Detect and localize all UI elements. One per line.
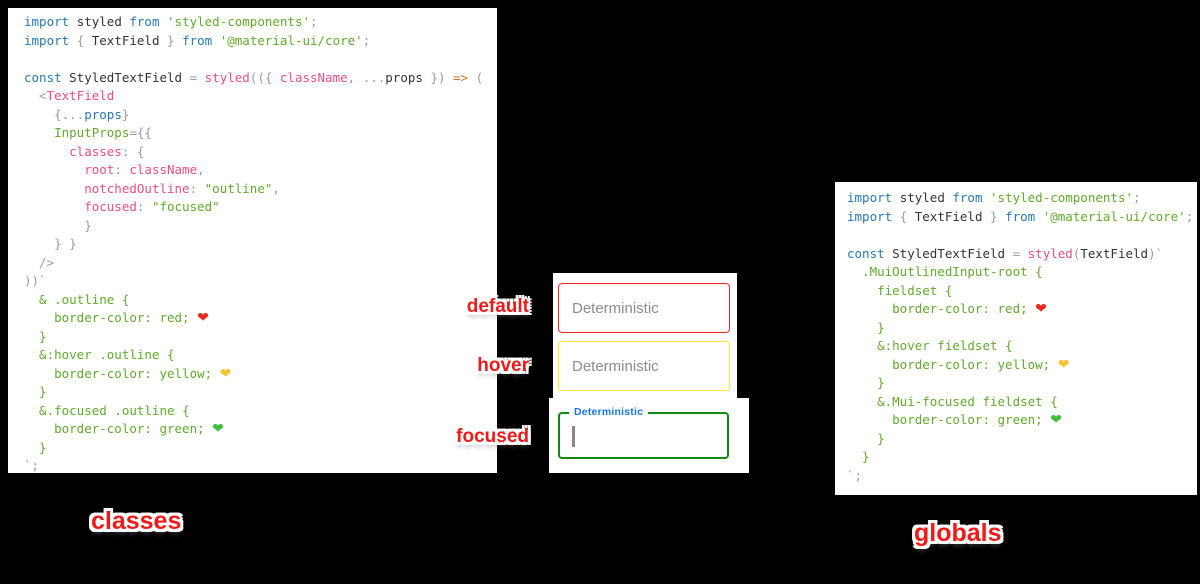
code-line: } xyxy=(847,375,885,390)
textfield-hover-placeholder: Deterministic xyxy=(572,357,659,375)
code-line: } xyxy=(24,439,47,455)
heart-icon: ❤ xyxy=(212,421,224,437)
code-line: border-color: yellow; ❤ xyxy=(24,365,232,382)
code-line: /> xyxy=(24,254,55,270)
code-line: ))` xyxy=(24,273,47,288)
globals-code-block: import styled from 'styled-components'; i… xyxy=(835,182,1197,495)
code-line: InputProps={{ xyxy=(24,125,152,140)
code-line: border-color: yellow; ❤ xyxy=(847,356,1070,373)
code-line: &.focused .outline { xyxy=(24,402,190,418)
code-line: } xyxy=(847,319,885,335)
code-line: border-color: red; ❤ xyxy=(24,310,209,326)
textfield-default[interactable]: Deterministic xyxy=(558,283,730,333)
code-line: .MuiOutlinedInput-root { xyxy=(847,264,1043,279)
code-line: } xyxy=(847,449,870,464)
heart-icon: ❤ xyxy=(219,365,232,382)
code-line: focused: "focused" xyxy=(24,199,220,214)
code-line: root: className, xyxy=(24,162,205,177)
textfield-default-placeholder: Deterministic xyxy=(572,299,659,317)
code-line: &:hover .outline { xyxy=(24,347,175,362)
code-line xyxy=(847,226,1197,245)
default-state-label: default xyxy=(466,296,529,317)
code-line: <TextField xyxy=(24,88,115,103)
textfield-focused[interactable]: Deterministic xyxy=(558,406,729,459)
classes-code-block: import styled from 'styled-components'; i… xyxy=(8,8,497,473)
code-line: const StyledTextField = styled(({ classN… xyxy=(24,69,484,85)
code-line: const StyledTextField = styled(TextField… xyxy=(847,245,1164,261)
code-line: } } xyxy=(24,236,77,251)
code-line: notchedOutline: "outline", xyxy=(24,180,280,196)
code-line: {...props} xyxy=(24,106,130,122)
code-line: border-color: red; ❤ xyxy=(847,301,1047,317)
code-line: fieldset { xyxy=(847,282,953,298)
heart-icon: ❤ xyxy=(1035,301,1047,317)
textfield-floating-label: Deterministic xyxy=(569,406,649,418)
textfield-hover[interactable]: Deterministic xyxy=(558,341,730,391)
heart-icon: ❤ xyxy=(197,310,209,326)
code-line: classes: { xyxy=(24,143,145,159)
heart-icon: ❤ xyxy=(1050,412,1062,428)
focused-state-label: focused xyxy=(456,426,529,447)
code-line: } xyxy=(847,430,885,446)
code-line: `; xyxy=(847,467,863,483)
code-line: import { TextField } from '@material-ui/… xyxy=(24,32,371,48)
code-line: import styled from 'styled-components'; xyxy=(847,190,1141,205)
text-cursor xyxy=(572,426,575,447)
heart-icon: ❤ xyxy=(1057,356,1070,373)
code-line: & .outline { xyxy=(24,291,130,307)
code-line: } xyxy=(24,384,47,399)
code-line: } xyxy=(24,217,92,233)
code-line: import { TextField } from '@material-ui/… xyxy=(847,208,1194,224)
code-line: `; xyxy=(24,458,40,473)
code-line: border-color: green; ❤ xyxy=(24,421,224,437)
code-line: } xyxy=(24,328,47,344)
classes-section-label: classes xyxy=(91,507,182,535)
hover-state-label: hover xyxy=(477,355,529,376)
globals-section-label: globals xyxy=(914,519,1002,547)
code-line: &:hover fieldset { xyxy=(847,338,1013,353)
code-line xyxy=(24,50,497,69)
code-line: border-color: green; ❤ xyxy=(847,412,1062,428)
code-line: &.Mui-focused fieldset { xyxy=(847,393,1058,409)
code-line: import styled from 'styled-components'; xyxy=(24,14,318,29)
